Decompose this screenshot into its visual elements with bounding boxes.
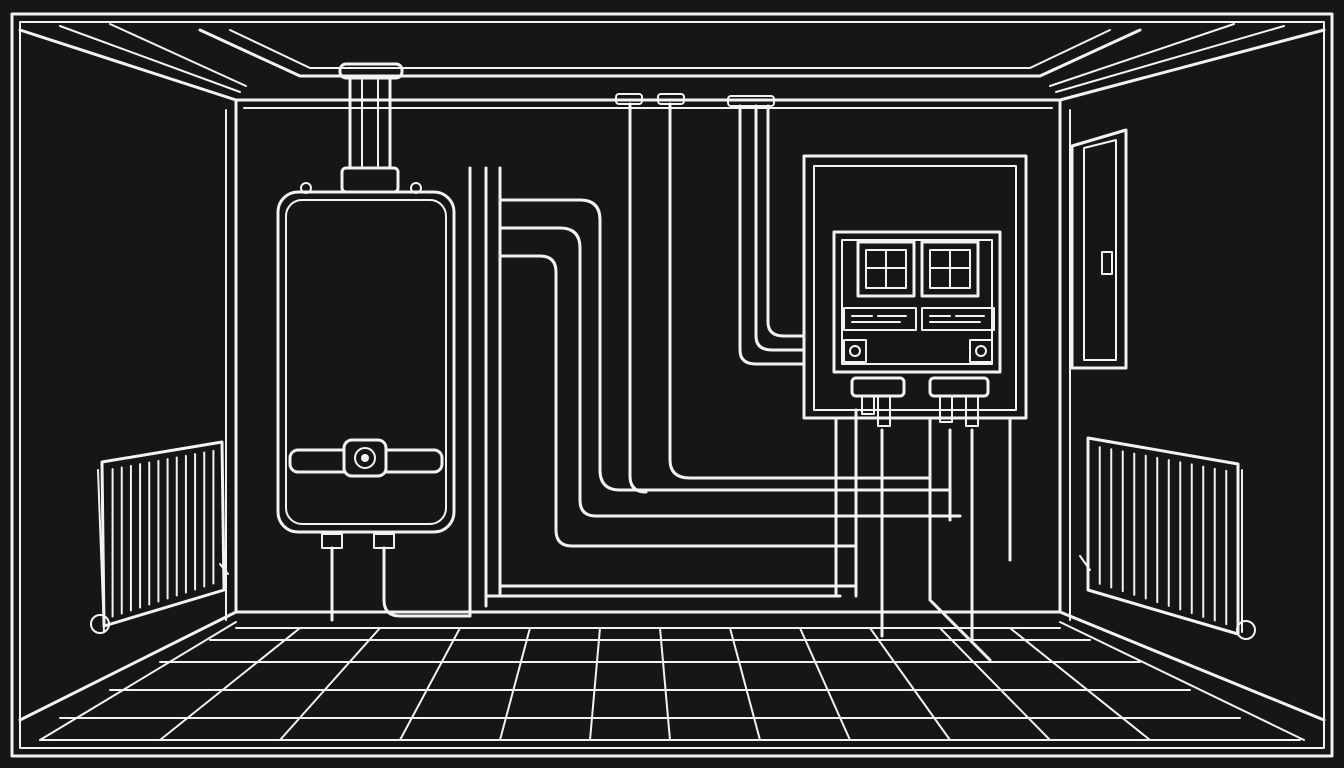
light-switch-icon	[1070, 128, 1128, 370]
room-frame	[10, 12, 1334, 758]
wall-boiler-icon	[276, 182, 472, 622]
heating-control-panel-icon	[802, 154, 1028, 427]
flue-pipe-icon	[338, 62, 404, 194]
pipe-network	[468, 93, 1012, 662]
radiator-icon	[90, 440, 229, 634]
radiator-icon	[1079, 436, 1256, 640]
floor-tiles	[39, 627, 1301, 741]
